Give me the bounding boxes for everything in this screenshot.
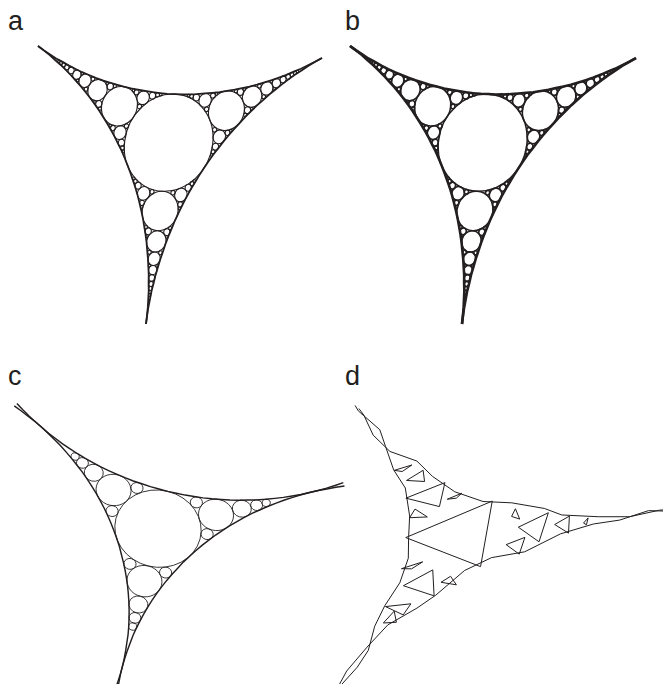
panel-letter: c (8, 363, 22, 390)
gasket-circle (106, 481, 209, 576)
gasket-circle (450, 104, 455, 109)
gasket-boundary (0, 406, 179, 684)
gasket-boundary (345, 46, 636, 100)
gasket-circle (438, 124, 443, 129)
mesh-triangle (394, 462, 412, 474)
gasket-circle (433, 92, 533, 193)
gasket-boundary (115, 446, 345, 684)
gasket-panel-a (4, 46, 322, 330)
gasket-boundary (319, 46, 493, 324)
gasket-boundary (33, 46, 322, 100)
gasket-circle (230, 498, 253, 519)
gasket-boundary (4, 403, 343, 530)
panel-letter: d (345, 363, 360, 390)
gasket-panel-b (319, 46, 636, 330)
gasket-circle (70, 452, 80, 461)
mesh-triangle (447, 491, 461, 501)
gasket-circle (82, 462, 105, 483)
gasket-circle (127, 594, 150, 615)
mesh-triangle (502, 534, 531, 554)
gasket-circle (485, 190, 490, 195)
gasket-circle (105, 504, 120, 517)
gasket-circle (464, 189, 469, 194)
gasket-circle (150, 189, 155, 194)
gasket-panel-c (0, 403, 345, 684)
mesh-triangle (552, 514, 580, 533)
gasket-circle (518, 107, 523, 112)
gasket-circle (123, 562, 165, 601)
mesh-panel-d (163, 405, 663, 684)
mesh-triangle (513, 508, 560, 541)
gasket-circle (93, 471, 135, 510)
gasket-circle (195, 496, 237, 535)
mesh-boundary (332, 460, 663, 684)
mesh-boundary (164, 405, 530, 684)
gasket-circle (206, 90, 247, 131)
gasket-circle (171, 190, 176, 195)
gasket-circle (526, 127, 531, 132)
gasket-circle (158, 566, 173, 579)
gasket-circle (119, 92, 219, 193)
gasket-circle (137, 104, 142, 109)
mesh-triangle (407, 468, 432, 485)
mesh-boundary (321, 408, 663, 553)
gasket-circle (75, 456, 89, 469)
gasket-circle (124, 124, 129, 129)
mesh-triangle (441, 575, 461, 586)
mesh-triangle (583, 518, 591, 525)
gasket-circle (520, 90, 560, 131)
gasket-circle (241, 85, 263, 107)
gasket-circle (200, 527, 215, 540)
mesh-triangle (383, 611, 403, 626)
gasket-circle (136, 91, 150, 105)
mesh-triangle (408, 509, 430, 522)
mesh-triangle (509, 509, 525, 519)
gasket-circle (212, 127, 217, 132)
panel-letter: a (8, 8, 23, 35)
gasket-circle (204, 107, 209, 112)
panel-letter: b (345, 8, 360, 35)
